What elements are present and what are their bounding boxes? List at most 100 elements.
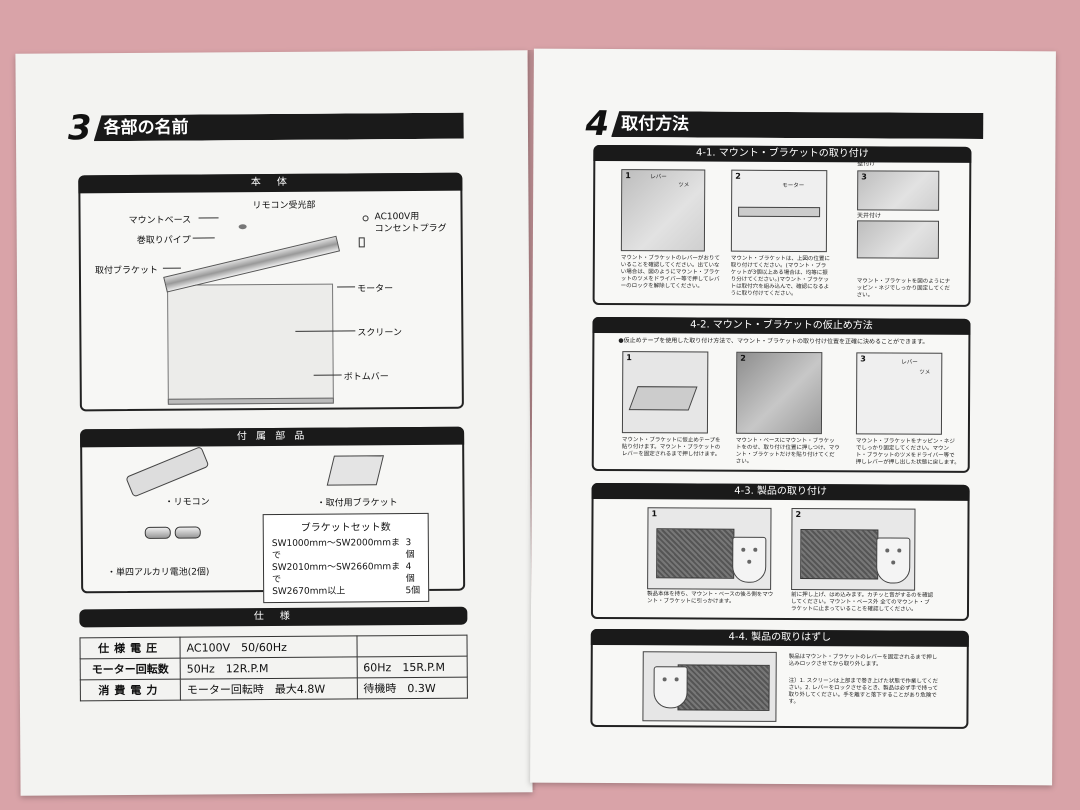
leader-line [295, 330, 356, 332]
leader-line [192, 237, 215, 239]
remote-receiver-icon [238, 224, 247, 230]
screen-roll-illustration [677, 664, 770, 711]
screen-illustration [167, 283, 334, 403]
bracket-illustration [628, 386, 698, 411]
panel-4-4: 4-4. 製品の取りはずし 製品はマウント・ブラケットのレバーを固定されるまで押… [590, 628, 969, 729]
mount-bracket-illustration [326, 455, 384, 486]
battery-label: ・単四アルカリ電池(2個) [107, 567, 210, 579]
label-plug-2: コンセントプラグ [374, 223, 447, 235]
leader-line [198, 217, 219, 219]
spec-value [356, 635, 468, 657]
panel-4-3: 4-3. 製品の取り付け 1 2 製品本体を持ち、マウント・ベースの後ろ側をマウ… [590, 482, 970, 621]
section-4-heading: 4 取付方法 [585, 103, 983, 145]
callout-claw: ツメ [678, 182, 690, 189]
spec-value: 待機時 0.3W [356, 677, 468, 699]
label-wall-mount: 壁付け [857, 160, 876, 168]
bracket-set-row: SW2670mm以上 5個 [272, 585, 420, 598]
spec-key: 消費電力 [80, 679, 181, 701]
caption-4-3-2: 前に押し上げ、はめ込みます。カチッと音がするのを確認してください。マウント・ベー… [790, 591, 934, 613]
mount-base-illustration [738, 206, 821, 218]
hole [747, 559, 752, 564]
spec-value: 60Hz 15R.P.M [356, 656, 468, 678]
label-roll-pipe: 巻取りパイプ [136, 235, 191, 246]
end-plate-illustration [732, 536, 767, 583]
panel-title: 4-2. マウント・ブラケットの仮止め方法 [592, 316, 971, 335]
spec-title: 仕 様 [79, 606, 468, 628]
label-bottom-bar: ボトムバー [343, 372, 389, 383]
count: 4個 [405, 562, 415, 585]
end-plate-illustration [876, 537, 911, 584]
panel-title: 4-3. 製品の取り付け [591, 482, 970, 501]
step-number: 1 [626, 353, 632, 363]
label-screen: スクリーン [357, 328, 402, 339]
label-motor: モーター [357, 284, 394, 295]
caption-4-2-2: マウント・ベースにマウント・ブラケットをのせ、取り付け位置に押しつけ、マウント・… [735, 437, 840, 465]
callout-lever: レバー [650, 174, 667, 181]
spec-value: AC100V 50/60Hz [179, 635, 357, 659]
step-number: 3 [860, 354, 866, 364]
illustration-4-1-1: 1 レバー ツメ [620, 169, 706, 252]
screen-roll-illustration [800, 529, 879, 580]
spec-key: 仕様電圧 [79, 637, 181, 659]
spec-row: 消費電力 モーター回転時 最大4.8W 待機時 0.3W [80, 677, 468, 701]
leader-line [162, 267, 181, 269]
box-title: 付 属 部 品 [80, 426, 465, 448]
caption-4-1-1: マウント・ブラケットのレバーがおりていることを確認してください。出ていない場合は… [620, 255, 720, 290]
panel-4-1: 4-1. マウント・ブラケットの取り付け 1 レバー ツメ 2 モーター 3 壁… [592, 144, 972, 307]
section-3-heading: 3 各部の名前 [68, 108, 464, 148]
caption-4-1-2: マウント・ブラケットは、上図の位置に取り付けてください。(マウント・ブラケットが… [730, 255, 830, 298]
caption-4-3-1: 製品本体を持ち、マウント・ベースの後ろ側をマウント・ブラケットに引っかけます。 [647, 591, 774, 605]
panel-4-2: 4-2. マウント・ブラケットの仮止め方法 ●仮止めテープを使用した取り付け方法… [591, 316, 971, 473]
step-number: 3 [861, 172, 867, 182]
callout-claw: ツメ [919, 369, 931, 376]
step-number: 1 [625, 171, 631, 181]
remote-label: ・リモコン [164, 497, 210, 508]
accessories-box: 付 属 部 品 ・リモコン ・取付用ブラケット ・単四アルカリ電池(2個) ブラ… [80, 426, 466, 604]
range: SW1000mm～SW2000mmまで [271, 538, 400, 562]
outlet-icon [358, 237, 365, 248]
illustration-4-2-2: 2 [735, 351, 823, 435]
screen-roll-illustration [656, 528, 735, 579]
count: 5個 [405, 585, 421, 597]
step-number: 2 [740, 353, 746, 363]
hole [891, 560, 896, 565]
intro-4-2: ●仮止めテープを使用した取り付け方法で、マウント・ブラケットの取り付け位置を正確… [618, 337, 929, 346]
battery-icon [174, 526, 201, 539]
illustration-4-1-2: 2 モーター [730, 169, 828, 253]
spec-row: モーター回転数 50Hz 12R.P.M 60Hz 15R.P.M [80, 656, 468, 680]
leader-line [337, 286, 356, 288]
range: SW2670mm以上 [272, 586, 346, 598]
caption-4-2-3: マウント・ブラケットをナッピン・ネジでしっかり固定してください。マウント・ブラケ… [855, 438, 960, 466]
right-page: 4 取付方法 4-1. マウント・ブラケットの取り付け 1 レバー ツメ 2 モ… [530, 48, 1056, 786]
illustration-4-4 [642, 651, 777, 722]
battery-icon [144, 526, 171, 539]
illustration-4-3-1: 1 [647, 507, 772, 590]
bracket-label: ・取付用ブラケット [316, 498, 398, 509]
spec-table: 仕様電圧 AC100V 50/60Hz モーター回転数 50Hz 12R.P.M… [79, 635, 468, 702]
hole [885, 548, 890, 553]
spec-row: 仕様電圧 AC100V 50/60Hz [79, 635, 468, 659]
body-parts-box: 本 体 マウントベース 巻取りパイプ 取付ブラケット リモコン受光部 AC100… [78, 172, 464, 412]
caption-4-2-1: マウント・ブラケットに仮止めテープを貼り付けます。マウント・ブラケットのレバーを… [621, 437, 721, 458]
caption-4-4-1: 製品はマウント・ブラケットのレバーを固定されるまで押し込みロックさせてから取り外… [788, 653, 938, 668]
hole [662, 677, 667, 682]
hole [897, 548, 902, 553]
hole [753, 547, 758, 552]
hole [741, 547, 746, 552]
illustration-4-1-3a: 3 [857, 170, 940, 211]
panel-title: 4-1. マウント・ブラケットの取り付け [593, 144, 972, 163]
illustration-4-2-3: 3 レバー ツメ [855, 352, 943, 435]
illustration-4-1-3b [856, 220, 940, 259]
box-title: 本 体 [78, 172, 463, 194]
plug-icon [362, 215, 369, 222]
label-ceiling-mount: 天井付け [857, 212, 882, 220]
count: 3個 [405, 538, 415, 561]
section-number: 4 [585, 103, 610, 145]
illustration-4-3-2: 2 [791, 507, 916, 591]
left-page: 3 各部の名前 本 体 マウントベース 巻取りパイプ 取付ブラケット リモコン受… [15, 50, 533, 796]
step-number: 2 [735, 171, 741, 181]
hole [674, 677, 679, 682]
section-title: 各部の名前 [94, 113, 464, 142]
